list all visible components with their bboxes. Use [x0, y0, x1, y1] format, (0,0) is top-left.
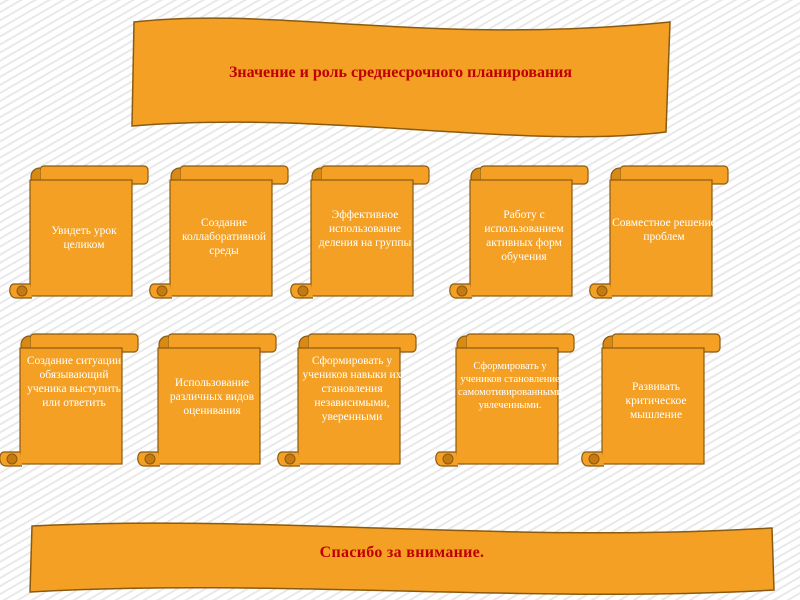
card-text: Эффективное использование деления на гру… — [318, 209, 412, 249]
title-banner: Значение и роль среднесрочного планирова… — [128, 14, 673, 140]
card-text: Сформировать у учеников навыки их станов… — [302, 355, 402, 423]
scroll-shape — [435, 333, 575, 467]
card-joint-problem-solving: Совместное решение проблем — [589, 162, 736, 302]
scroll-shape — [277, 333, 417, 467]
card-text: Увидеть урок целиком — [51, 225, 117, 251]
card-group-division: Эффективное использование деления на гру… — [290, 162, 437, 302]
scroll-shape — [137, 333, 277, 467]
card-critical-thinking: Развивать критическое мышление — [581, 330, 728, 470]
card-text: Создание коллаборативной среды — [181, 217, 266, 257]
footer-text: Спасибо за внимание. — [319, 544, 485, 561]
card-see-lesson: Увидеть урок целиком — [9, 162, 156, 302]
card-text: Сформировать у учеников становление само… — [458, 361, 565, 411]
scroll-shape — [589, 165, 729, 299]
scroll-shape — [0, 333, 139, 467]
footer-banner: Спасибо за внимание. — [28, 520, 776, 598]
scroll-shape — [9, 165, 149, 299]
card-obligating-situation: Создание ситуации обязывающий ученика вы… — [0, 330, 146, 470]
page-title: Значение и роль среднесрочного планирова… — [228, 64, 573, 81]
card-text: Совместное решение проблем — [612, 217, 716, 243]
card-text: Развивать критическое мышление — [625, 381, 687, 421]
title-banner-shape — [131, 17, 671, 138]
card-text: Использование различных видов оценивания — [169, 377, 255, 417]
card-independence-skills: Сформировать у учеников навыки их станов… — [277, 330, 424, 470]
card-collaborative-environment: Создание коллаборативной среды — [149, 162, 296, 302]
scroll-shape — [149, 165, 289, 299]
card-text: Работу с использованием активных форм об… — [484, 209, 564, 263]
card-self-motivation: Сформировать у учеников становление само… — [435, 330, 582, 470]
scroll-shape — [581, 333, 721, 467]
card-text: Создание ситуации обязывающий ученика вы… — [26, 355, 122, 409]
scroll-shape — [449, 165, 589, 299]
card-active-learning: Работу с использованием активных форм об… — [449, 162, 596, 302]
scroll-shape — [290, 165, 430, 299]
footer-banner-shape — [29, 522, 775, 596]
card-assessment-types: Использование различных видов оценивания — [137, 330, 284, 470]
